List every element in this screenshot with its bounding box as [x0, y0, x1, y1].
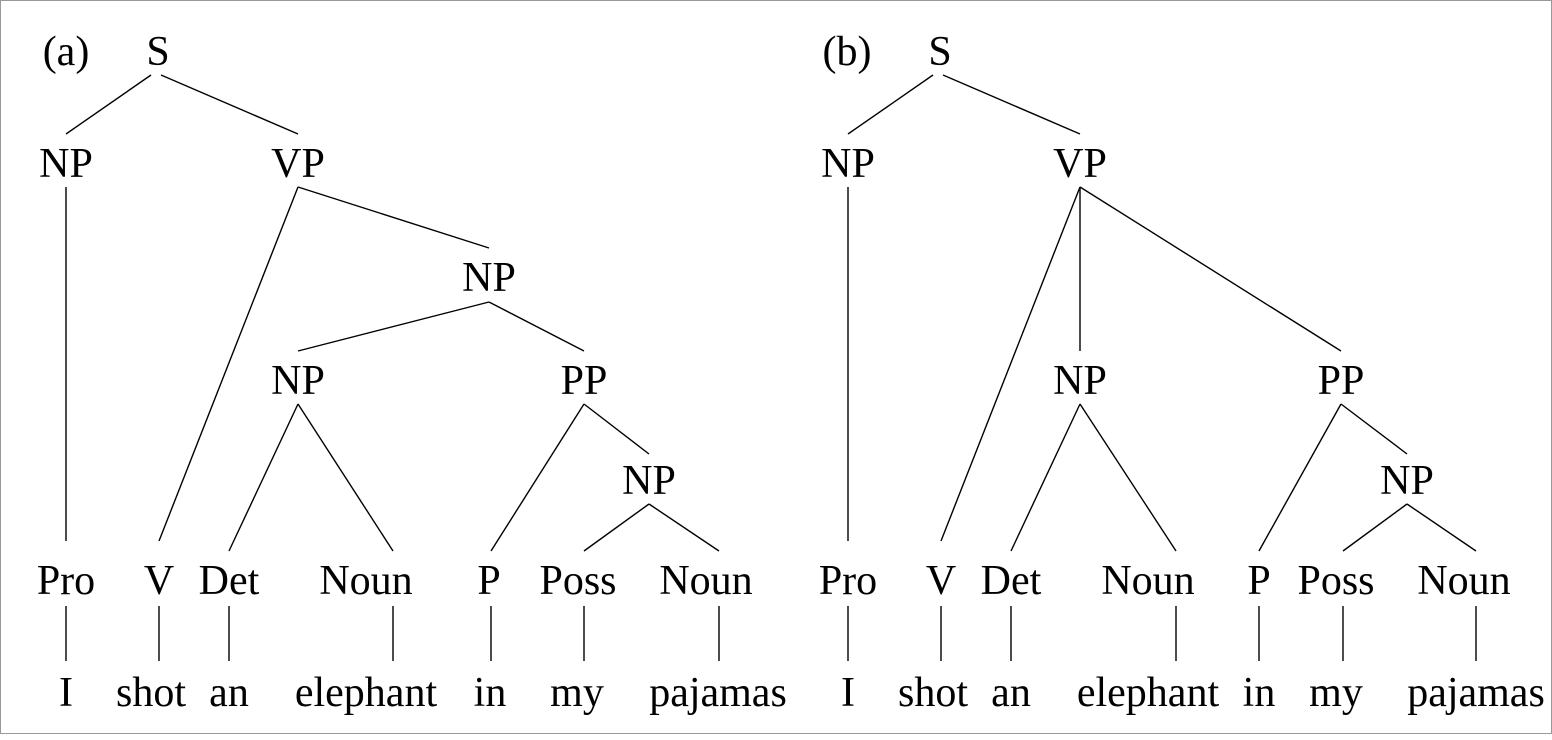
tree-b-label: (b): [823, 29, 872, 75]
word: in: [474, 670, 507, 716]
edge-np-noun2: [1406, 503, 1477, 552]
edge-s-vp: [160, 74, 299, 135]
node-pp: PP: [1318, 358, 1365, 404]
word: shot: [116, 670, 186, 716]
node-noun2: Noun: [1417, 558, 1510, 604]
node-det: Det: [981, 558, 1042, 604]
word: shot: [898, 670, 968, 716]
node-noun: Noun: [1101, 558, 1194, 604]
edge-np-det: [228, 403, 299, 552]
word: my: [550, 670, 604, 716]
edge-np-noun2: [648, 503, 720, 552]
edge-vp-v: [158, 186, 299, 542]
node-pro: Pro: [819, 558, 877, 604]
node-poss: Poss: [1297, 558, 1374, 604]
edge-np-pp: [488, 301, 585, 352]
tree-a-label: (a): [43, 29, 90, 75]
word: in: [1243, 670, 1276, 716]
edge-vp-np: [297, 186, 490, 249]
tree-b: (b) S NP VP NP PP NP Pro V Det Noun P Po…: [819, 29, 1545, 716]
edge-s-vp: [942, 74, 1081, 135]
node-p: P: [477, 558, 500, 604]
edge-np-poss: [583, 503, 650, 552]
node-np-pp: NP: [622, 458, 676, 504]
edge-pp-np: [583, 403, 650, 455]
node-np-subj: NP: [39, 141, 93, 187]
word: an: [991, 670, 1031, 716]
word: elephant: [1077, 670, 1220, 716]
word: an: [209, 670, 249, 716]
node-v: V: [144, 558, 174, 604]
node-vp: VP: [271, 141, 325, 187]
node-det: Det: [199, 558, 260, 604]
word: pajamas: [1407, 670, 1545, 716]
node-p: P: [1247, 558, 1270, 604]
edge-s-np: [65, 74, 152, 135]
word: pajamas: [649, 670, 787, 716]
edge-vp-pp: [1079, 186, 1342, 352]
node-np-inner: NP: [271, 358, 325, 404]
node-np-obj: NP: [1053, 358, 1107, 404]
node-s: S: [146, 29, 169, 75]
edge-pp-p: [1258, 403, 1342, 552]
node-np-obj: NP: [462, 255, 516, 301]
node-np-pp: NP: [1380, 458, 1434, 504]
edge-s-np: [847, 74, 934, 135]
word: I: [59, 670, 73, 716]
node-pp: PP: [561, 358, 608, 404]
tree-a: (a) S NP VP NP NP PP NP Pro V Det Noun P: [37, 29, 787, 716]
node-pro: Pro: [37, 558, 95, 604]
node-poss: Poss: [539, 558, 616, 604]
node-vp: VP: [1053, 141, 1107, 187]
node-noun2: Noun: [659, 558, 752, 604]
node-np-subj: NP: [821, 141, 875, 187]
edge-np-poss: [1342, 503, 1408, 552]
edge-np-det: [1010, 403, 1081, 552]
edge-vp-v: [940, 186, 1081, 542]
word: I: [841, 670, 855, 716]
edge-pp-np: [1340, 403, 1408, 455]
node-v: V: [926, 558, 956, 604]
edge-np-noun: [1079, 403, 1177, 552]
edge-pp-p: [490, 403, 585, 552]
node-s: S: [928, 29, 951, 75]
edge-np-np: [297, 301, 490, 352]
word: elephant: [295, 670, 438, 716]
word: my: [1309, 670, 1363, 716]
node-noun: Noun: [319, 558, 412, 604]
edge-np-noun: [297, 403, 394, 552]
